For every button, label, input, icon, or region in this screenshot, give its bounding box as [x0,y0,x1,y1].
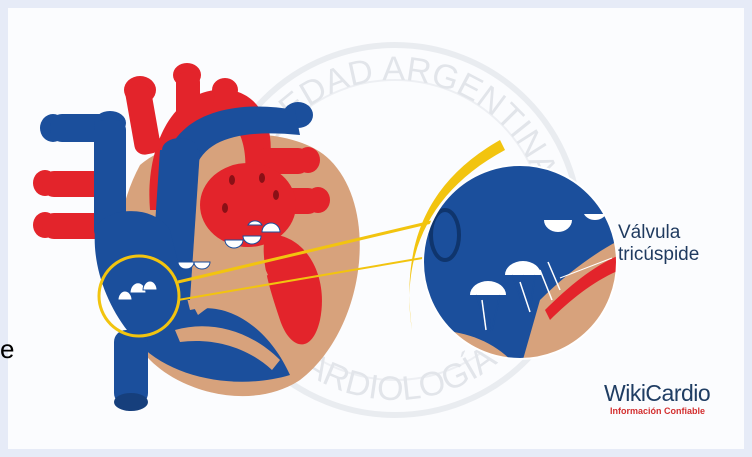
stray-letter: e [0,336,14,362]
logo-tagline: Información Confiable [610,405,744,417]
valve-label-line2: tricúspide [618,244,699,266]
logo-name: WikiCardio [604,381,744,405]
wikicardio-logo: WikiCardio Información Confiable [604,381,744,417]
valve-label: Válvula tricúspide [618,222,699,266]
valve-label-line1: Válvula [618,222,699,244]
